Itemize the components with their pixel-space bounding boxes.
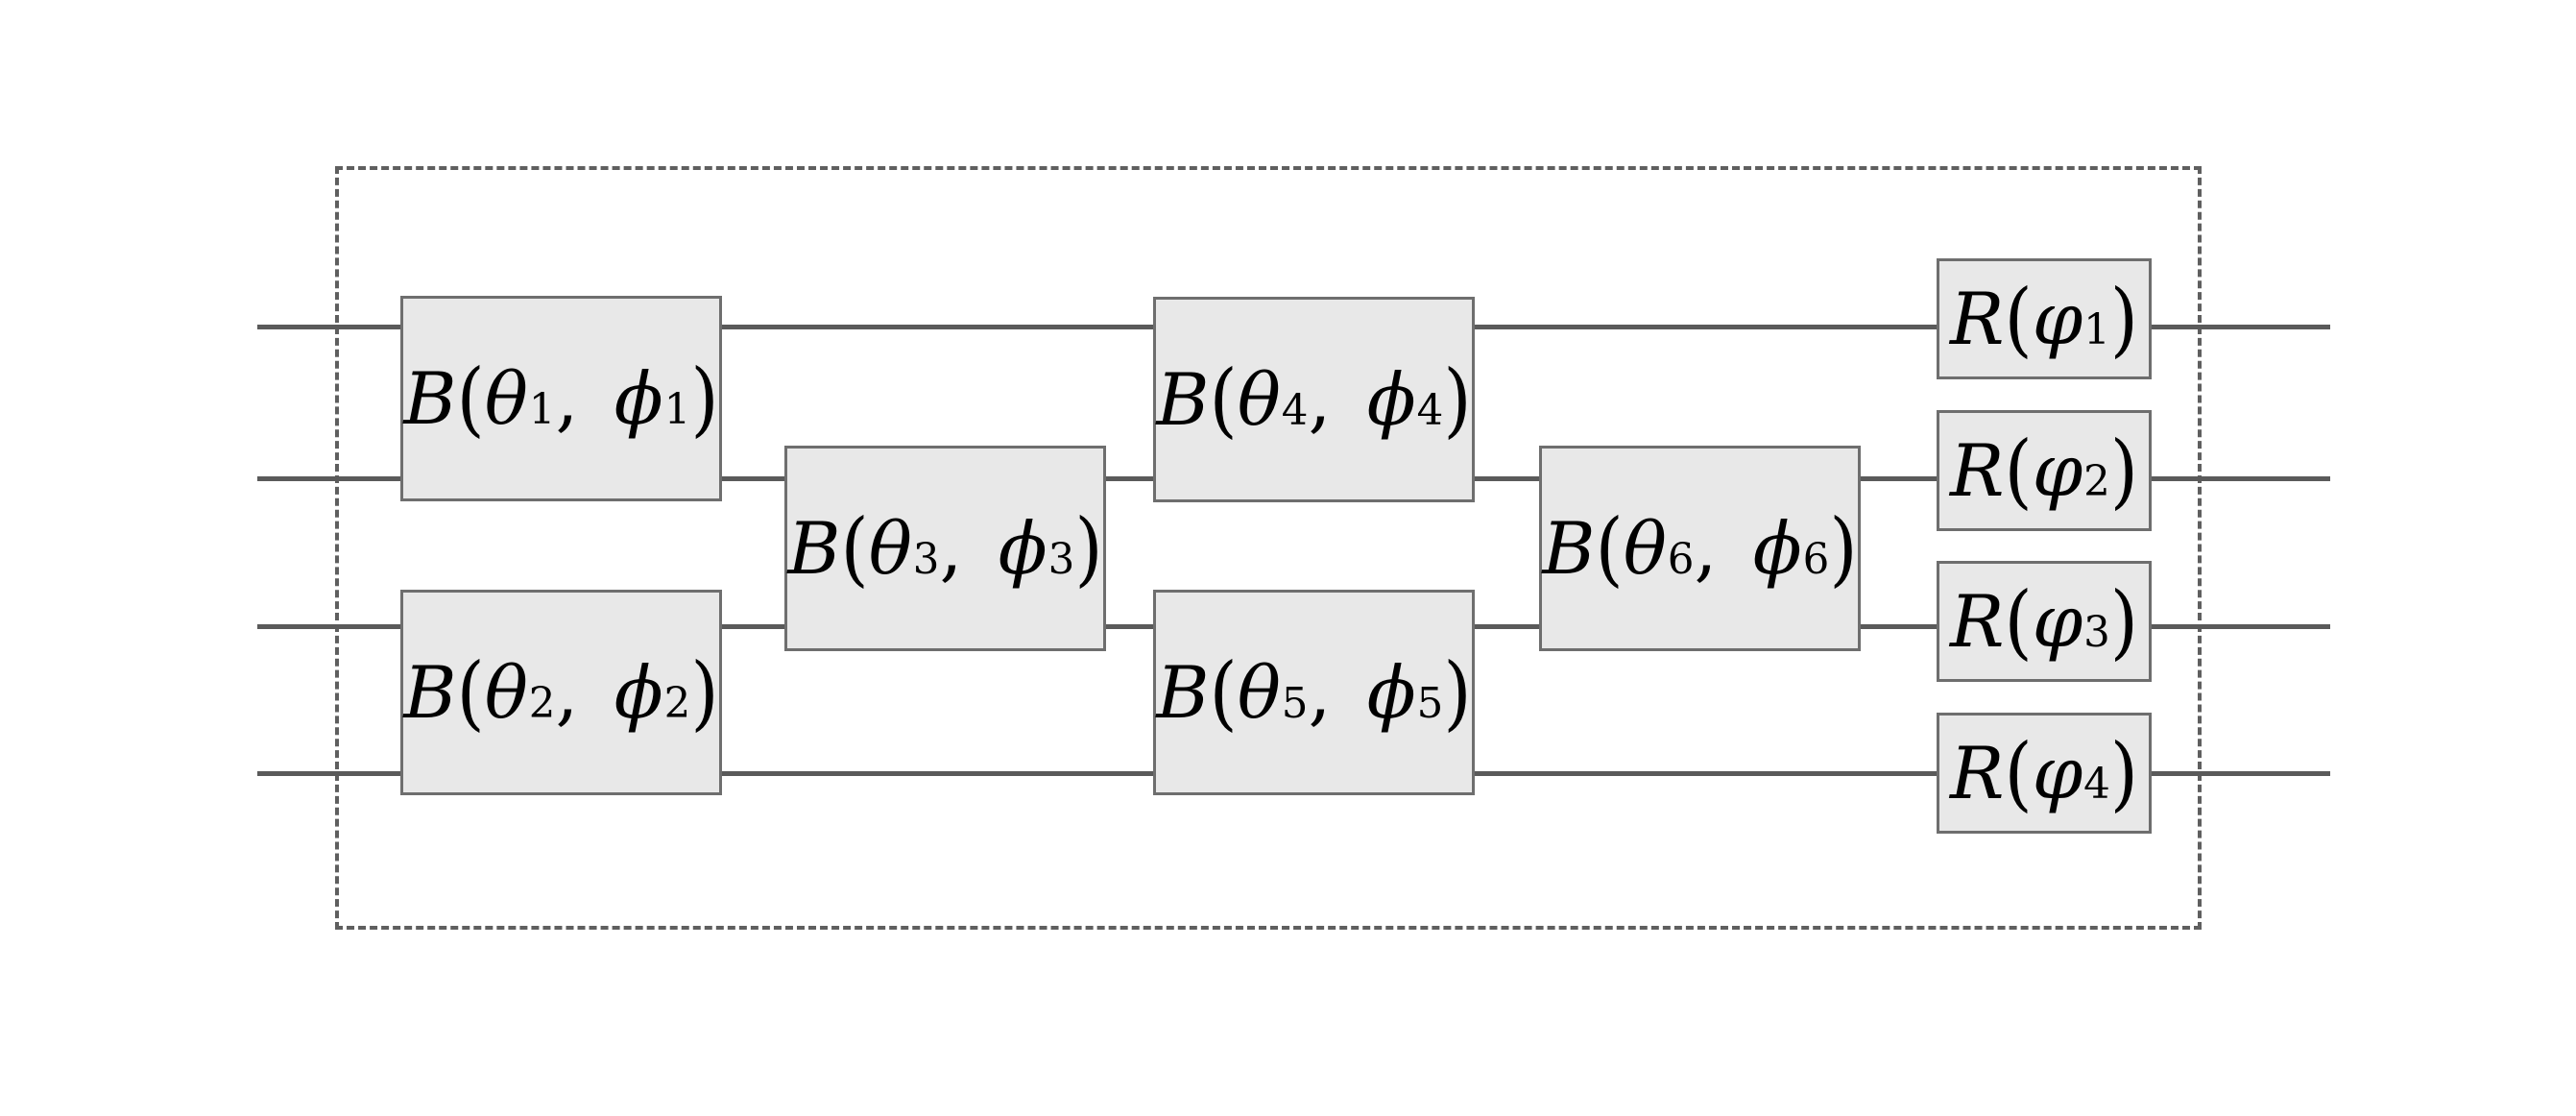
gate-R4-label-sym: R [1949, 730, 2005, 815]
gate-B1-label-sym: B [403, 355, 457, 441]
gate-R1-label-p1: φ [2032, 276, 2083, 361]
gate-B3-label-sep: , [939, 505, 986, 591]
gate-B5-label-close: ) [1443, 644, 1472, 740]
gate-B1-label-open: ( [456, 351, 485, 446]
gate-R3-label-s1: 3 [2083, 609, 2110, 658]
gate-B5-label-p2: ϕ [1366, 649, 1416, 735]
gate-B1-label-s1: 1 [528, 386, 556, 435]
gate-B6-label-close: ) [1829, 500, 1858, 595]
gate-B4-label-sym: B [1156, 356, 1210, 442]
gate-B2-label-close: ) [690, 644, 719, 740]
gate-B6-label-sep: , [1694, 505, 1741, 591]
gate-B1-label-p2: ϕ [614, 355, 663, 441]
gate-R1-label-close: ) [2109, 271, 2139, 366]
gate-B3-label-open: ( [840, 500, 869, 595]
gate-B6-label-p2: ϕ [1752, 505, 1802, 591]
gate-B2-label-s2: 2 [663, 680, 691, 729]
gate-R2-label-open: ( [2004, 423, 2033, 518]
gate-R4-label-s1: 4 [2083, 761, 2110, 810]
gate-B4-label-p2: ϕ [1366, 356, 1416, 442]
gate-B5-label-sym: B [1156, 649, 1210, 735]
gate-B2-label-s1: 2 [528, 680, 556, 729]
gate-B4-label-s1: 4 [1281, 387, 1309, 436]
gate-R4-label-open: ( [2004, 725, 2033, 820]
circuit-boundary-box [335, 166, 2202, 930]
gate-B3-label-p1: θ [868, 505, 912, 591]
gate-R2-label-sym: R [1949, 427, 2005, 513]
gate-B3-label-close: ) [1074, 500, 1103, 595]
gate-B2-label-p1: θ [484, 649, 528, 735]
gate-B1-label-p1: θ [484, 355, 528, 441]
gate-R2-label-p1: φ [2032, 427, 2083, 513]
gate-R2-label-s1: 2 [2083, 458, 2110, 507]
gate-R1-label-sym: R [1949, 276, 2005, 361]
gate-B6-label-s2: 6 [1802, 536, 1830, 585]
gate-R3-label-open: ( [2004, 573, 2033, 668]
gate-B5-label-sep: , [1308, 649, 1355, 735]
gate-R1-label-open: ( [2004, 271, 2033, 366]
gate-B3-label-sym: B [787, 505, 841, 591]
gate-B6-label-p1: θ [1623, 505, 1667, 591]
gate-B2-label-open: ( [456, 644, 485, 740]
gate-B4-label-sep: , [1308, 356, 1355, 442]
gate-B4-label-s2: 4 [1416, 387, 1444, 436]
gate-R3-label-close: ) [2109, 573, 2139, 668]
gate-R4-label-p1: φ [2032, 730, 2083, 815]
gate-B1-label-sep: , [555, 355, 602, 441]
gate-R2-label-close: ) [2109, 423, 2139, 518]
gate-R3-label-sym: R [1949, 578, 2005, 664]
gate-R3-label-p1: φ [2032, 578, 2083, 664]
gate-R1-label-s1: 1 [2083, 306, 2110, 355]
gate-B6-label-open: ( [1595, 500, 1624, 595]
gate-B5-label-s1: 5 [1281, 680, 1309, 729]
gate-B6-label-sym: B [1542, 505, 1596, 591]
gate-B2-label-sym: B [403, 649, 457, 735]
gate-R4-label-close: ) [2109, 725, 2139, 820]
gate-B1-label-s2: 1 [663, 386, 691, 435]
gate-B5-label-s2: 5 [1416, 680, 1444, 729]
gate-B3-label-p2: ϕ [998, 505, 1047, 591]
gate-B5-label-open: ( [1209, 644, 1238, 740]
gate-B2-label-sep: , [555, 649, 602, 735]
gate-B5-label-p1: θ [1237, 649, 1281, 735]
gate-B4-label-close: ) [1443, 352, 1472, 447]
gate-B3-label-s2: 3 [1047, 536, 1075, 585]
gate-B1-label-close: ) [690, 351, 719, 446]
gate-B3-label-s1: 3 [912, 536, 940, 585]
gate-B4-label-p1: θ [1237, 356, 1281, 442]
gate-B6-label-s1: 6 [1667, 536, 1695, 585]
gate-B4-label-open: ( [1209, 352, 1238, 447]
gate-B2-label-p2: ϕ [614, 649, 663, 735]
